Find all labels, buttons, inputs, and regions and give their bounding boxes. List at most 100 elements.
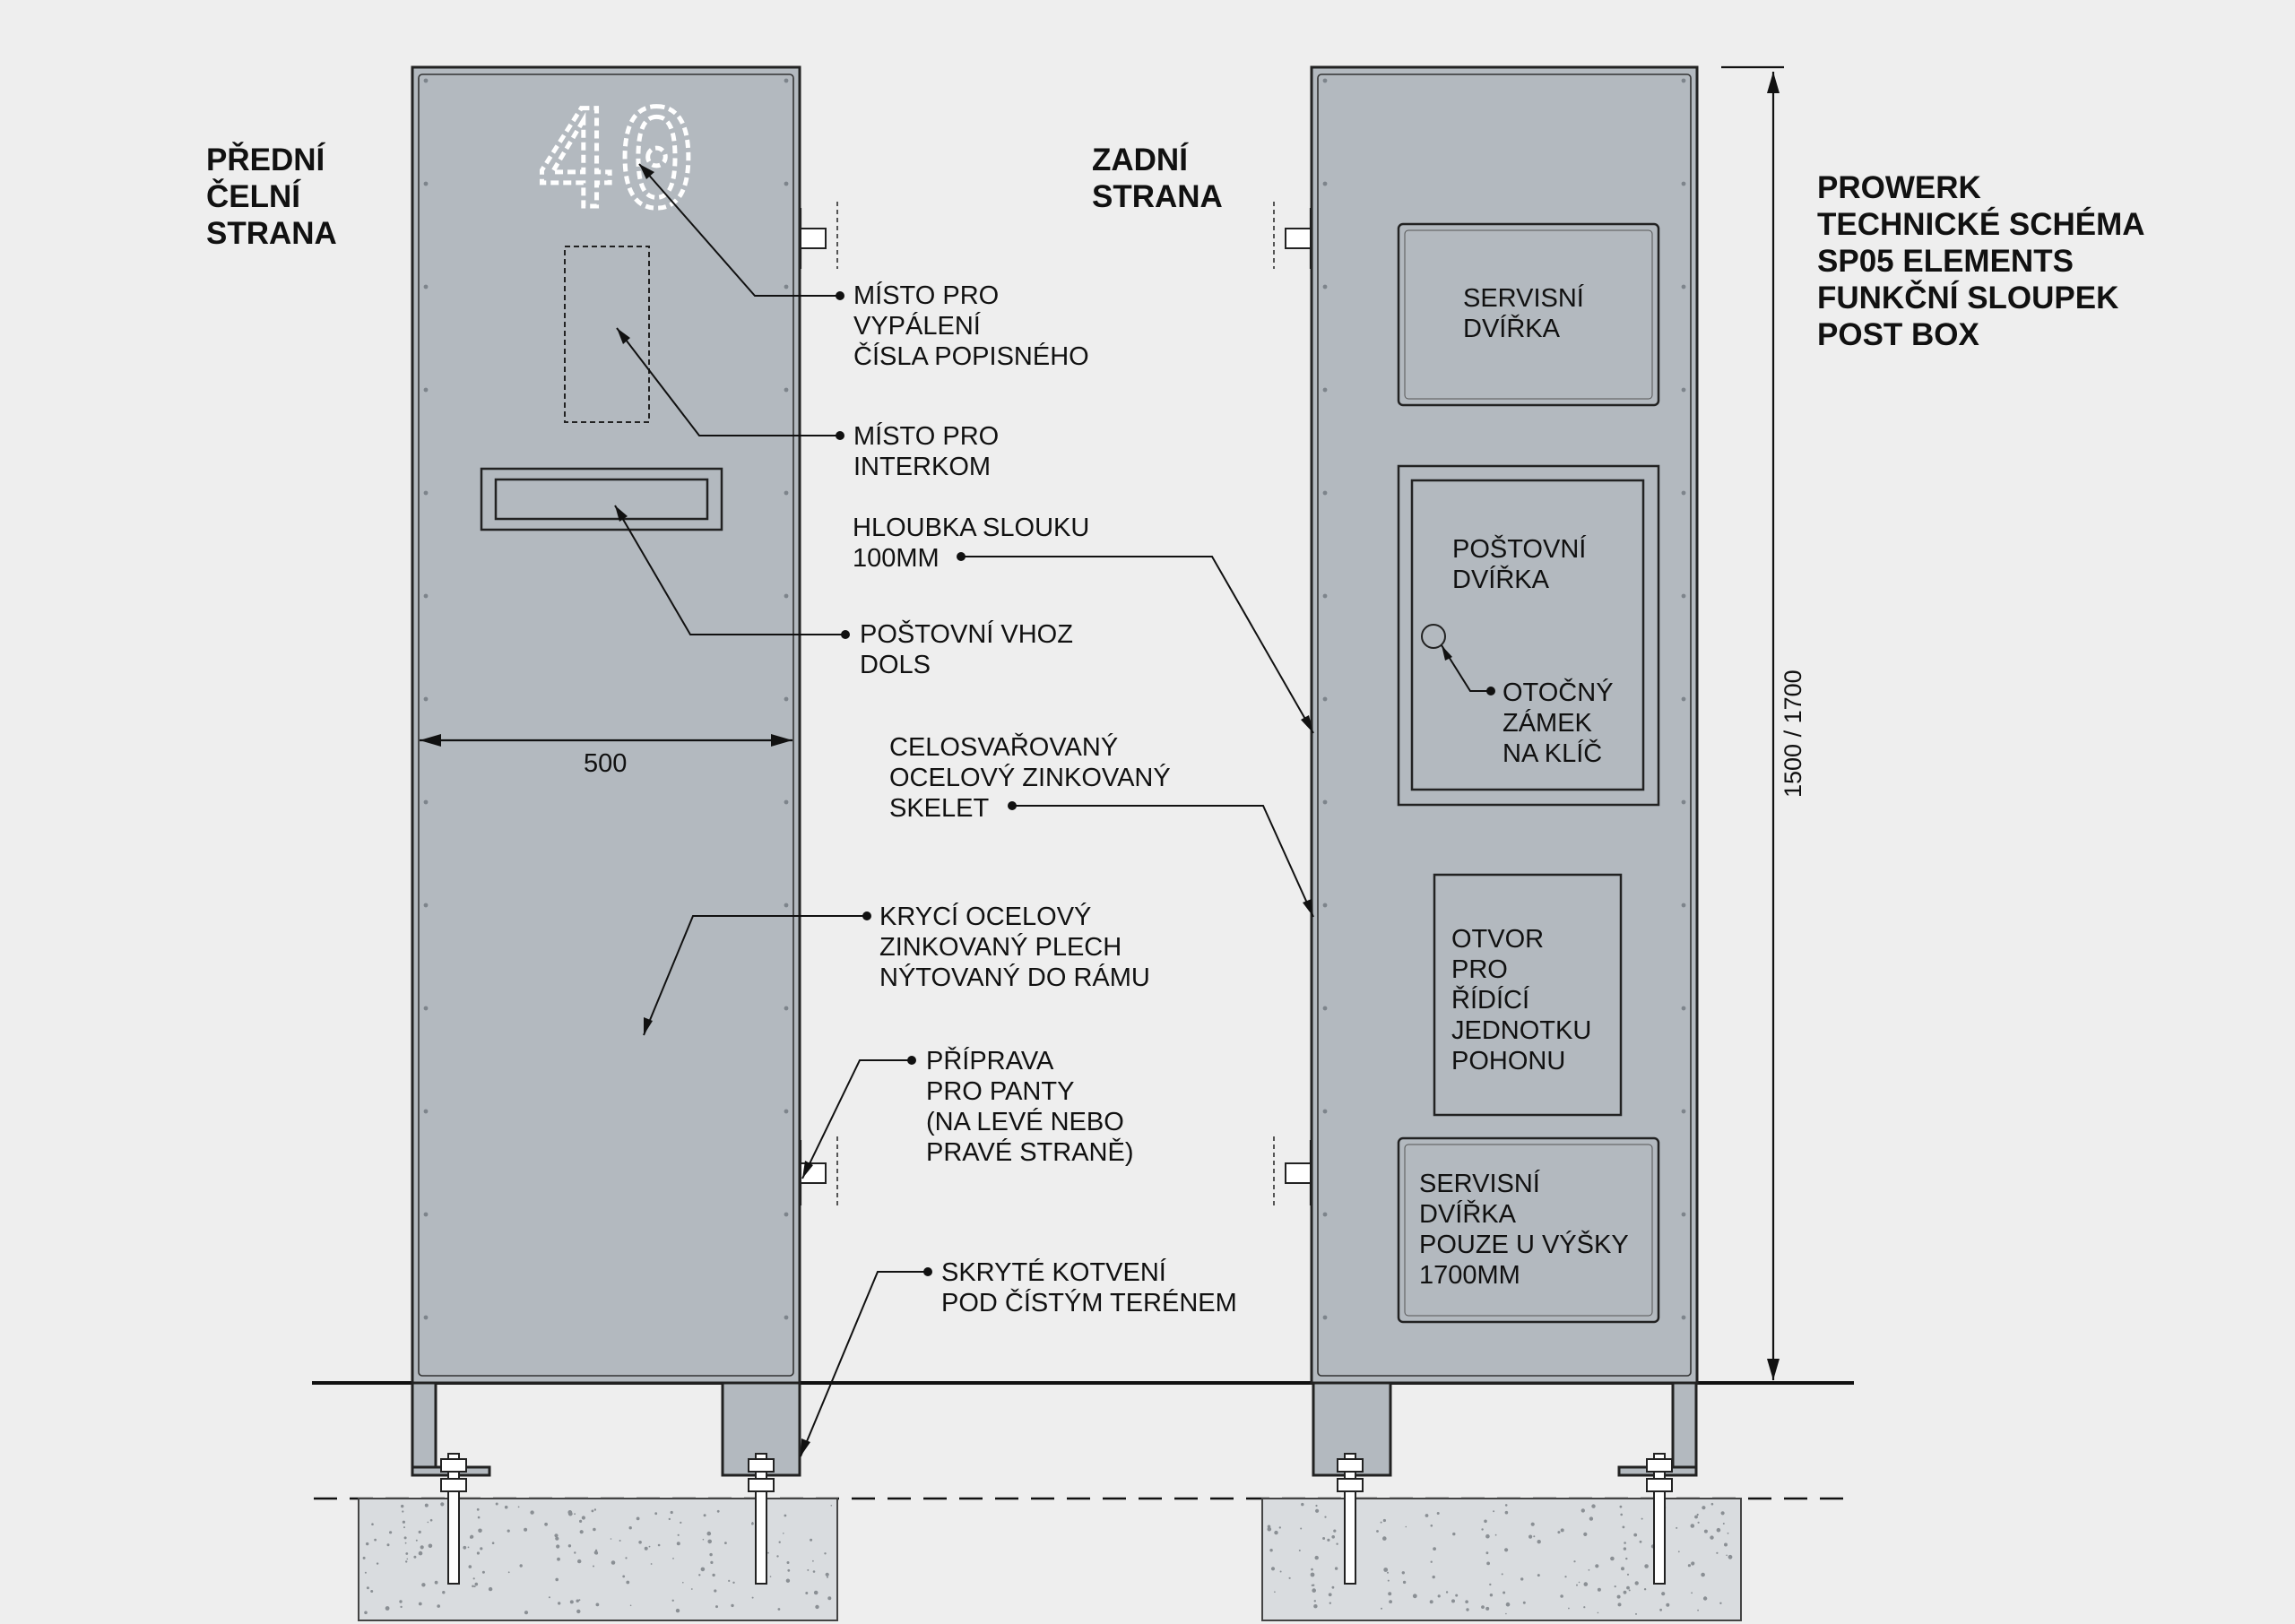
concrete-speck (418, 1551, 423, 1556)
concrete-speck (374, 1538, 377, 1542)
concrete-speck (1455, 1594, 1459, 1597)
concrete-speck (1465, 1600, 1468, 1603)
concrete-speck (1425, 1514, 1429, 1517)
concrete-speck (1327, 1538, 1330, 1542)
concrete-speck (751, 1596, 754, 1599)
concrete-speck (1622, 1525, 1625, 1529)
concrete-speck (1703, 1529, 1708, 1533)
concrete-speck (1619, 1505, 1623, 1508)
rivet (784, 181, 789, 186)
concrete-speck (787, 1568, 791, 1572)
concrete-speck (710, 1560, 714, 1564)
rivet (1322, 387, 1328, 393)
concrete-speck (1583, 1532, 1588, 1536)
concrete-speck (376, 1562, 379, 1565)
concrete-speck (700, 1567, 706, 1572)
concrete-speck (728, 1579, 731, 1582)
concrete-speck (555, 1536, 559, 1541)
concrete-speck (1405, 1525, 1407, 1528)
concrete-speck (776, 1555, 779, 1558)
concrete-speck (830, 1505, 833, 1507)
concrete-speck (1583, 1582, 1589, 1586)
concrete-speck (1623, 1547, 1627, 1551)
concrete-speck (1564, 1576, 1567, 1578)
callout-mail-slot: POŠTOVNÍ VHOZ DOLS (860, 618, 1080, 679)
concrete-speck (476, 1507, 480, 1511)
concrete-speck (1376, 1530, 1379, 1533)
concrete-speck (1315, 1504, 1318, 1507)
concrete-speck (421, 1583, 426, 1587)
label-service-door-bottom: SERVISNÍ DVÍŘKA POUZE U VÝŠKY 1700MM (1419, 1169, 1635, 1290)
rivet (1322, 696, 1328, 702)
concrete-speck (593, 1508, 597, 1511)
mail-slot-opening (494, 478, 709, 521)
rivet (1681, 1109, 1686, 1114)
rivet (1681, 799, 1686, 805)
concrete-speck (1568, 1607, 1570, 1610)
concrete-speck (548, 1596, 550, 1599)
concrete-speck (1334, 1567, 1338, 1570)
concrete-speck (405, 1560, 408, 1563)
concrete-speck (574, 1551, 576, 1554)
concrete-speck (619, 1540, 621, 1542)
width-dimension: 500 (420, 734, 792, 778)
rivet (1322, 593, 1328, 599)
concrete-speck (732, 1581, 735, 1585)
heading-front-side: PŘEDNÍ ČELNÍ STRANA (206, 142, 337, 251)
concrete-speck (1466, 1608, 1469, 1611)
concrete-speck (1315, 1508, 1320, 1513)
concrete-speck (703, 1514, 706, 1517)
rivet (1322, 1109, 1328, 1114)
rivet (1322, 903, 1328, 908)
rivet (1322, 78, 1328, 83)
concrete-speck (625, 1557, 628, 1559)
concrete-speck (812, 1570, 816, 1573)
concrete-speck (1621, 1567, 1624, 1571)
concrete-speck (1504, 1504, 1508, 1507)
concrete-speck (1597, 1587, 1601, 1592)
concrete-speck (437, 1604, 441, 1608)
concrete-speck (1639, 1540, 1642, 1543)
concrete-speck (1274, 1530, 1278, 1535)
back-post (1273, 65, 1699, 1585)
concrete-speck (1724, 1542, 1728, 1547)
concrete-speck (579, 1519, 583, 1523)
concrete-speck (544, 1522, 548, 1526)
rivet (1322, 1006, 1328, 1011)
concrete-speck (1430, 1525, 1433, 1527)
concrete-speck (1329, 1602, 1332, 1604)
concrete-speck (812, 1559, 814, 1562)
height-dimension: 1500 / 1700 (1721, 65, 1806, 1380)
concrete-speck (706, 1531, 712, 1536)
concrete-speck (405, 1552, 409, 1555)
concrete-speck (1573, 1560, 1576, 1563)
concrete-speck (1661, 1592, 1666, 1596)
concrete-speck (1505, 1602, 1511, 1607)
concrete-speck (1313, 1604, 1318, 1609)
rivet (423, 903, 429, 908)
concrete-speck (611, 1560, 616, 1565)
concrete-speck (577, 1559, 582, 1564)
concrete-speck (415, 1539, 418, 1542)
rivet (784, 696, 789, 702)
concrete-speck (636, 1516, 640, 1521)
concrete-speck (1633, 1533, 1638, 1537)
concrete-speck (648, 1545, 651, 1548)
house-number-40: 40 (535, 82, 697, 238)
concrete-speck (1389, 1600, 1392, 1603)
rivet (1322, 1315, 1328, 1320)
concrete-speck (371, 1523, 374, 1525)
rivet (1681, 181, 1686, 186)
concrete-speck (1666, 1602, 1670, 1607)
concrete-speck (628, 1526, 632, 1530)
concrete-speck (1452, 1532, 1456, 1536)
concrete-speck (1485, 1533, 1490, 1539)
rivet (1322, 799, 1328, 805)
concrete-speck (813, 1590, 818, 1595)
concrete-speck (418, 1602, 422, 1606)
concrete-speck (594, 1549, 598, 1552)
concrete-speck (556, 1544, 560, 1549)
concrete-speck (481, 1570, 485, 1574)
concrete-speck (1501, 1573, 1503, 1576)
concrete-speck (1716, 1551, 1719, 1554)
